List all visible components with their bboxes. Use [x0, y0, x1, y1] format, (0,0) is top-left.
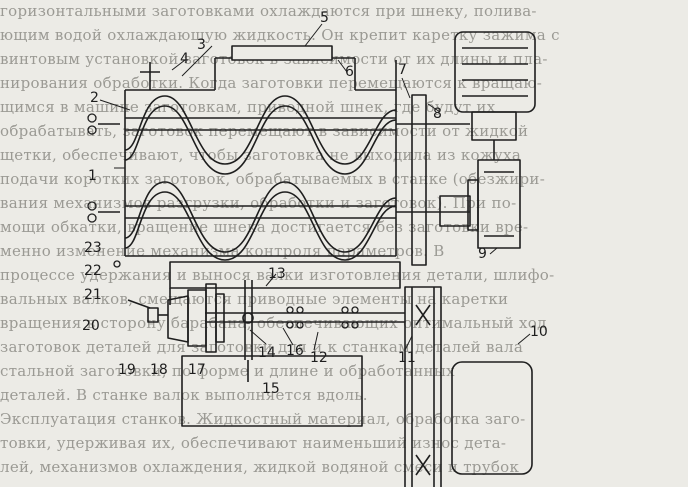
background-text-line: нирования обработки. Когда заготовки пер… [0, 74, 543, 92]
background-text-line: горизонтальными заготовками охлаждаются … [0, 2, 537, 20]
callout-23: 23 [84, 240, 102, 256]
callout-7: 7 [398, 62, 407, 78]
left-bearings [87, 113, 121, 268]
background-text-line: подачи коротких заготовок, обрабатываемы… [0, 170, 546, 188]
callout-13: 13 [268, 266, 286, 282]
background-text-line: Эксплуатация станков. Жидкостный материа… [0, 410, 526, 428]
callout-19: 19 [118, 362, 136, 378]
callout-15: 15 [262, 381, 280, 397]
background-text-line: вращения в сторону барабана, обеспечиваю… [0, 314, 547, 332]
callout-4: 4 [180, 51, 189, 67]
lower-screw-conveyor [98, 181, 397, 261]
background-text-line: щетки, обеспечивают, чтобы заготовка не … [0, 146, 522, 164]
flywheel [404, 286, 442, 487]
background-text-line: ющим водой охлаждающую жидкость. Он креп… [0, 26, 560, 44]
callout-11: 11 [398, 350, 416, 366]
callout-21: 21 [84, 287, 102, 303]
background-text-line: заготовок деталей для заготовки для и к … [0, 338, 524, 356]
shaft-bearings [286, 306, 359, 329]
callout-1: 1 [88, 168, 97, 184]
background-text-line: щимся в машине заготовкам, приводной шне… [0, 98, 496, 116]
callout-22: 22 [84, 263, 102, 279]
drive-unit [451, 361, 533, 475]
background-text-line: стальной заготовки, по форме и длине и о… [0, 362, 455, 380]
callout-9: 9 [478, 246, 487, 262]
transmission-plate [411, 94, 427, 266]
background-text-line: лей, механизмов охлаждения, жидкой водян… [0, 458, 520, 476]
discharge-chamber [169, 261, 405, 360]
background-text-line: вальных валков, смещаются приводные элем… [0, 290, 509, 308]
background-text-line: товки, удерживая их, обеспечивают наимен… [0, 434, 507, 452]
screw-housing [124, 45, 397, 257]
background-text-line: процессе удержания и вынося валки изгото… [0, 266, 555, 284]
callout-3: 3 [197, 37, 206, 53]
background-text-line: деталей. В станке валок выполняется вдол… [0, 386, 368, 404]
motor [454, 31, 536, 160]
callout-5: 5 [320, 10, 329, 26]
collection-tank [181, 355, 363, 427]
callout-17: 17 [188, 362, 206, 378]
leader-lines [99, 23, 531, 351]
callout-18: 18 [150, 362, 168, 378]
callout-2: 2 [90, 90, 99, 106]
callout-20: 20 [82, 318, 100, 334]
background-text-line: вания механизмов разгрузки, обработки и … [0, 194, 517, 212]
callout-16: 16 [286, 343, 304, 359]
upper-screw-conveyor [98, 95, 397, 175]
callout-8: 8 [433, 106, 442, 122]
callout-labels: 1 2 3 4 5 6 7 8 9 10 11 12 13 14 15 16 1… [82, 10, 548, 397]
callout-10: 10 [530, 324, 548, 340]
gearbox [467, 159, 521, 249]
sensor [127, 299, 168, 323]
callout-12: 12 [310, 350, 328, 366]
callout-14: 14 [258, 345, 276, 361]
gear-pack [167, 283, 225, 353]
callout-6: 6 [345, 64, 354, 80]
